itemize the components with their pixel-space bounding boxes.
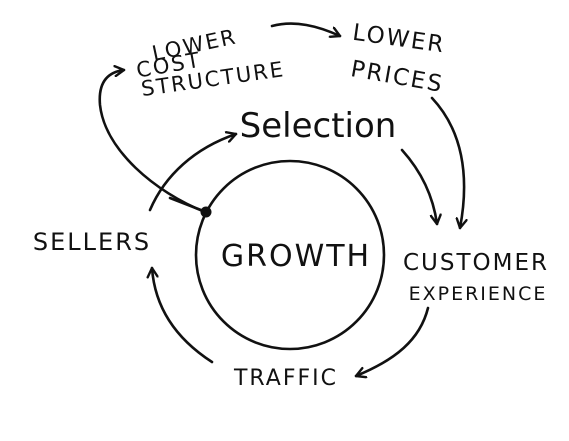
experience-label: EXPERIENCE — [409, 283, 548, 305]
lower-prices-label-line2: PRICES — [349, 56, 446, 98]
sellers-label: SELLERS — [33, 228, 151, 256]
arrow-growth-to-cost — [98, 70, 207, 214]
arrow-experience-to-traffic — [354, 306, 430, 376]
arrow-prices-to-experience — [430, 96, 464, 230]
junction-link — [168, 196, 208, 214]
growth-label: GROWTH — [221, 239, 371, 274]
arrow-cost-to-prices — [270, 22, 342, 36]
arrow-sellers-to-selection — [148, 134, 238, 212]
growth-circle — [194, 159, 386, 351]
arrow-selection-to-experience — [400, 148, 437, 226]
selection-label: Selection — [240, 106, 397, 146]
traffic-label: TRAFFIC — [233, 366, 338, 391]
arrow-traffic-to-sellers — [152, 266, 214, 364]
lower-prices-label-line1: LOWER — [351, 20, 447, 59]
customer-label: CUSTOMER — [403, 250, 549, 276]
